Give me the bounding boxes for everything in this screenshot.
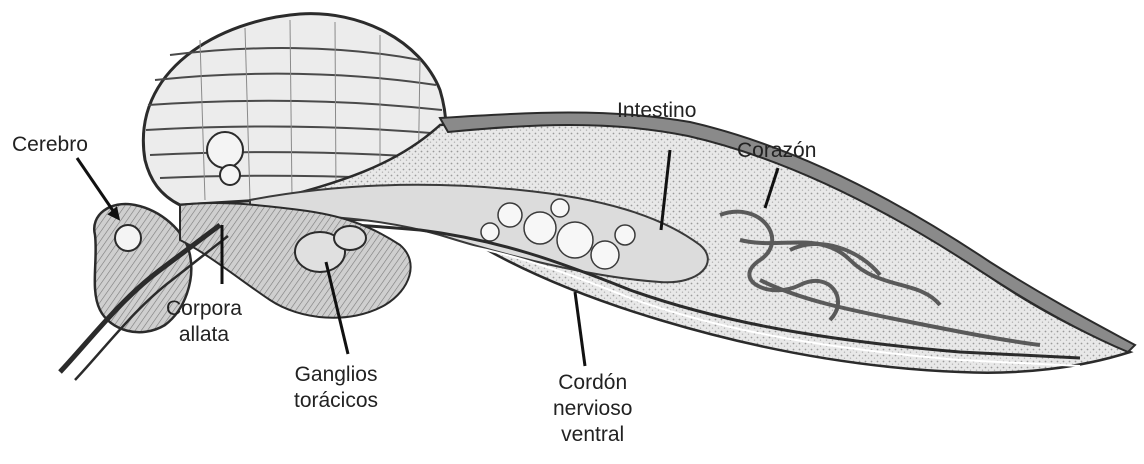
label-intestino: Intestino	[617, 98, 696, 124]
label-corpora-allata: Corpora allata	[166, 296, 242, 348]
cordon-leader	[575, 292, 585, 366]
label-corazon: Corazón	[737, 138, 816, 164]
label-ganglios-toracicos: Ganglios torácicos	[294, 362, 378, 414]
label-cerebro: Cerebro	[12, 132, 88, 158]
cerebro-leader	[77, 158, 118, 218]
label-cordon-nervioso-ventral: Cordón nervioso ventral	[553, 370, 632, 448]
